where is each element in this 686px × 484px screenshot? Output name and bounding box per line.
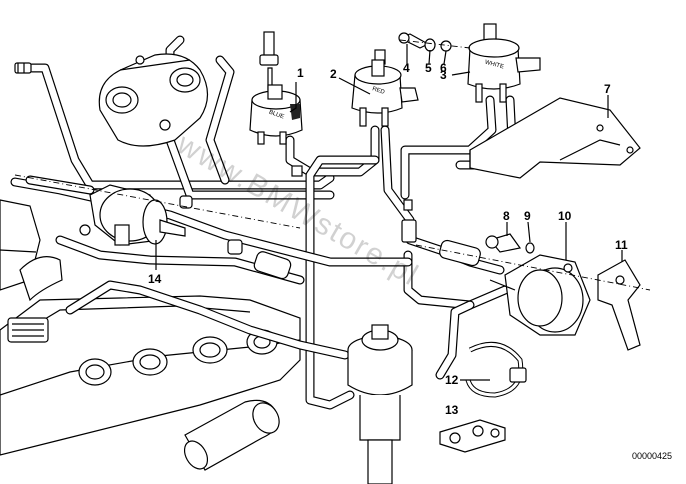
mounting-bracket	[469, 97, 641, 179]
valve-tag-red: RED	[371, 86, 386, 96]
callout-3: 3	[440, 68, 447, 82]
callout-11: 11	[615, 238, 628, 252]
callout-4: 4	[403, 61, 410, 75]
callout-14: 14	[148, 272, 162, 286]
callout-9: 9	[524, 209, 531, 223]
thermostat-housing	[98, 53, 209, 147]
callout-5: 5	[425, 61, 432, 75]
hose-fittings	[179, 165, 481, 280]
distributor-vacuum-diaphragm	[489, 254, 641, 351]
callout-6: 6	[440, 61, 447, 75]
filter-canister	[183, 399, 280, 471]
vacuum-valve-blue: BLUE	[249, 31, 303, 145]
distributor	[347, 324, 413, 484]
callout-labels: 1 2 3 4 5 6 7 8 9 10 11 12 13 14	[148, 61, 628, 417]
callout-1: 1	[297, 66, 304, 80]
centre-line-diaphragm	[415, 244, 651, 291]
callout-13: 13	[445, 403, 459, 417]
hose-clamp	[465, 341, 527, 398]
leader-lines	[155, 44, 623, 381]
valve-tag-white: WHITE	[484, 60, 504, 71]
reference-number: 00000425	[632, 451, 672, 461]
callout-10: 10	[558, 209, 572, 223]
vacuum-unit	[25, 175, 186, 246]
screw-washer	[485, 233, 535, 254]
valve-tag-blue: BLUE	[268, 110, 285, 121]
callout-8: 8	[503, 209, 510, 223]
vacuum-valve-white: WHITE	[467, 23, 541, 103]
callout-12: 12	[445, 373, 459, 387]
hose-clip	[439, 419, 506, 453]
centre-line-valve-3	[399, 39, 471, 49]
callout-7: 7	[604, 82, 611, 96]
centre-line-vacuum-unit	[14, 174, 301, 229]
vacuum-valve-red: RED	[351, 49, 419, 127]
hose-end-fitting	[14, 62, 32, 74]
callout-2: 2	[330, 67, 337, 81]
